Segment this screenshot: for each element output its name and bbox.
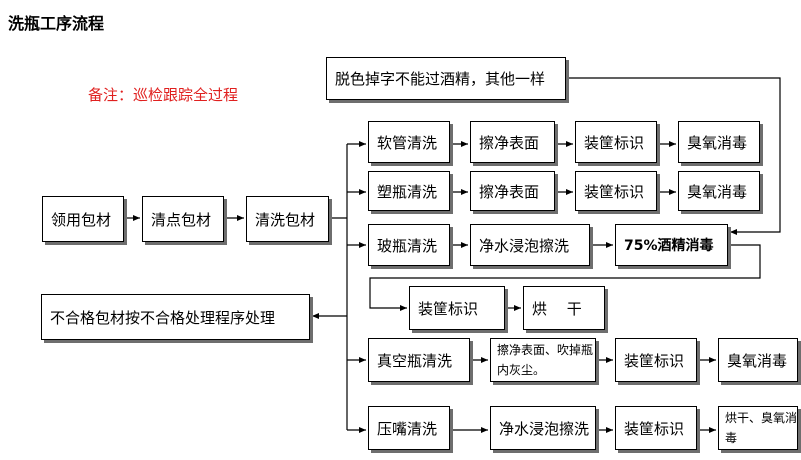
node-nozzle-soak: 净水浸泡擦洗 xyxy=(490,406,596,450)
node-hose-wipe: 擦净表面 xyxy=(470,121,555,163)
node-vacuum-wipe: 擦净表面、吹掉瓶内灰尘。 xyxy=(490,338,596,382)
node-glass-dry: 烘 干 xyxy=(523,286,605,330)
node-nonconforming: 不合格包材按不合格处理程序处理 xyxy=(41,294,310,340)
node-nozzle-clean: 压嘴清洗 xyxy=(368,406,450,450)
node-glass-soak: 净水浸泡擦洗 xyxy=(470,224,590,266)
node-plastic-basket: 装筐标识 xyxy=(575,171,657,211)
node-plastic-wipe: 擦净表面 xyxy=(470,171,555,211)
node-nozzle-dry-ozone: 烘干、臭氧消毒 xyxy=(718,406,798,450)
node-receive-materials: 领用包材 xyxy=(42,196,124,242)
node-count-materials: 清点包材 xyxy=(142,196,224,242)
node-top-note: 脱色掉字不能过酒精，其他一样 xyxy=(326,57,566,100)
node-plastic-ozone: 臭氧消毒 xyxy=(678,171,760,211)
node-vacuum-basket: 装筐标识 xyxy=(615,338,697,382)
node-vacuum-ozone: 臭氧消毒 xyxy=(718,338,798,382)
node-glass-basket: 装筐标识 xyxy=(409,286,505,330)
node-nozzle-basket: 装筐标识 xyxy=(615,406,697,450)
node-hose-basket: 装筐标识 xyxy=(575,121,657,163)
node-hose-clean: 软管清洗 xyxy=(368,121,450,163)
node-clean-materials: 清洗包材 xyxy=(246,196,329,242)
node-plastic-clean: 塑瓶清洗 xyxy=(368,171,450,211)
node-glass-alcohol: 75%酒精消毒 xyxy=(615,224,728,266)
node-glass-clean: 玻瓶清洗 xyxy=(368,224,450,266)
page-title: 洗瓶工序流程 xyxy=(8,14,105,33)
node-vacuum-clean: 真空瓶清洗 xyxy=(368,338,470,382)
node-hose-ozone: 臭氧消毒 xyxy=(678,121,760,163)
inspection-note: 备注：巡检跟踪全过程 xyxy=(88,86,239,104)
